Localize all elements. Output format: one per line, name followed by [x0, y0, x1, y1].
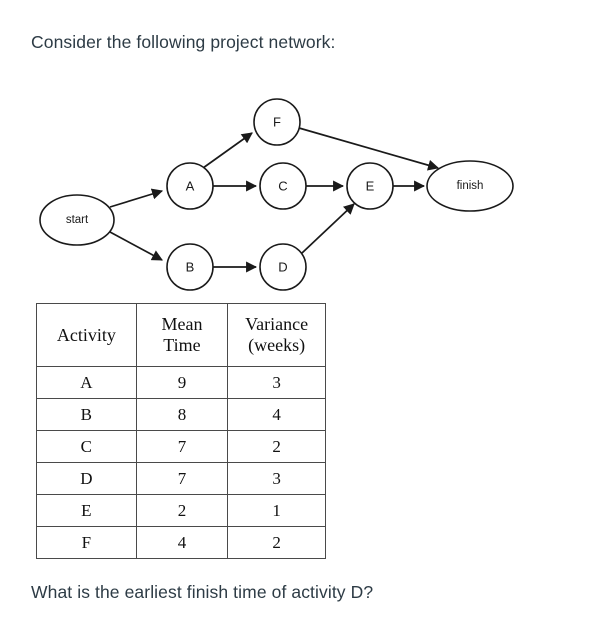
column-header-activity: Activity — [36, 303, 137, 367]
cell-mean-time: 4 — [135, 526, 229, 559]
node-finish-label: finish — [457, 180, 484, 192]
cell-activity: B — [36, 398, 137, 431]
table-row: C 7 2 — [36, 430, 326, 463]
cell-mean-time: 9 — [135, 366, 229, 399]
edge-start-to-b — [109, 231, 163, 261]
node-a-label: A — [186, 179, 195, 194]
cell-activity: E — [36, 494, 137, 527]
node-e-label: E — [366, 179, 375, 194]
column-header-activity-line1: Activity — [56, 324, 116, 345]
table-header-row: Activity Mean Time Variance (weeks) — [36, 303, 326, 367]
node-start-label: start — [66, 214, 89, 226]
cell-variance: 3 — [227, 366, 326, 399]
project-network-diagram: start A B C D E F finish — [0, 90, 560, 300]
column-header-variance: Variance (weeks) — [227, 303, 326, 367]
cell-activity: A — [36, 366, 137, 399]
page-question: What is the earliest finish time of acti… — [31, 582, 374, 602]
node-a: A — [166, 162, 214, 210]
column-header-mean-time: Mean Time — [135, 303, 229, 367]
cell-variance: 1 — [227, 494, 326, 527]
node-b-label: B — [186, 260, 195, 275]
column-header-variance-line1: Variance — [245, 314, 309, 334]
node-b: B — [166, 243, 214, 291]
cell-mean-time: 2 — [135, 494, 229, 527]
cell-variance: 2 — [227, 430, 326, 463]
page-prompt: Consider the following project network: — [31, 32, 336, 52]
node-d: D — [259, 243, 307, 291]
node-finish: finish — [426, 160, 514, 212]
node-c-label: C — [278, 179, 287, 194]
node-e: E — [346, 162, 394, 210]
table-row: A 9 3 — [36, 366, 326, 399]
cell-mean-time: 7 — [135, 430, 229, 463]
column-header-mean-time-line2: Time — [163, 335, 201, 355]
node-f: F — [253, 98, 301, 146]
cell-activity: D — [36, 462, 137, 495]
cell-activity: F — [36, 526, 137, 559]
edge-a-to-f — [202, 132, 253, 169]
table-row: B 8 4 — [36, 398, 326, 431]
cell-mean-time: 8 — [135, 398, 229, 431]
cell-variance: 4 — [227, 398, 326, 431]
table-row: F 4 2 — [36, 526, 326, 559]
edge-start-to-a — [109, 188, 164, 208]
cell-mean-time: 7 — [135, 462, 229, 495]
cell-variance: 3 — [227, 462, 326, 495]
activity-data-table: Activity Mean Time Variance (weeks) A 9 … — [36, 303, 326, 559]
edge-f-to-finish — [298, 127, 440, 171]
node-d-label: D — [278, 260, 287, 275]
edge-d-to-e — [301, 203, 355, 254]
table-row: E 2 1 — [36, 494, 326, 527]
node-c: C — [259, 162, 307, 210]
cell-activity: C — [36, 430, 137, 463]
node-start: start — [39, 194, 115, 246]
column-header-mean-time-line1: Mean — [161, 314, 203, 334]
cell-variance: 2 — [227, 526, 326, 559]
node-f-label: F — [273, 115, 281, 130]
table-row: D 7 3 — [36, 462, 326, 495]
column-header-variance-line2: (weeks) — [248, 335, 306, 355]
